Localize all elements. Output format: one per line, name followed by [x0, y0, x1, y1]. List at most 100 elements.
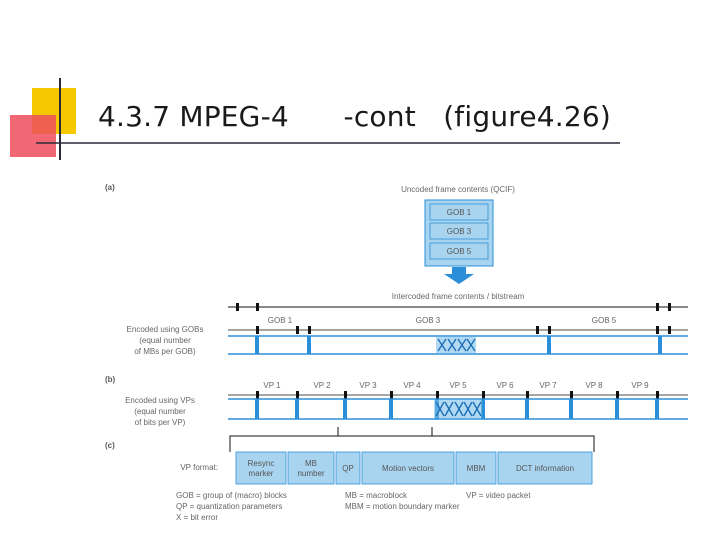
vp-field-label: Motion vectors — [382, 464, 434, 473]
vp-row-markers — [256, 391, 659, 399]
vp-encode-line-3: of bits per VP) — [135, 418, 186, 427]
vp-marker — [656, 391, 659, 399]
gob-encode-line-2: (equal number — [139, 336, 191, 345]
vp-field-sublabel: number — [297, 469, 324, 478]
gob-bar-divider — [307, 336, 311, 354]
vp-marker — [296, 391, 299, 399]
gob-row-label-5: GOB 5 — [592, 316, 617, 325]
gob-box-3 — [429, 222, 489, 240]
vp-encode-label: Encoded using VPs (equal number of bits … — [125, 396, 195, 427]
vp-field-box — [287, 451, 335, 485]
vp-bar-divider — [295, 399, 299, 419]
vp-bit-error-x-marks — [435, 401, 482, 417]
vp-bar-divider — [255, 399, 259, 419]
vp-bar-divider — [481, 399, 485, 419]
slide-title: 4.3.7 MPEG-4 -cont (figure4.26) — [98, 100, 611, 133]
vp-marker — [436, 391, 439, 399]
vp-bar-divider — [569, 399, 573, 419]
down-arrow-icon — [444, 267, 474, 284]
vp-format-bracket — [229, 427, 595, 452]
gob-box-label-3: GOB 3 — [447, 227, 472, 236]
vp-marker — [482, 391, 485, 399]
title-figure-ref: (figure4.26) — [443, 100, 612, 133]
vp-field-label: MB — [305, 459, 317, 468]
legend: GOB = group of (macro) blocks QP = quant… — [176, 491, 531, 522]
bracket-end-right — [668, 303, 671, 311]
vp-encode-line-1: Encoded using VPs — [125, 396, 195, 405]
gob-encode-label: Encoded using GOBs (equal number of MBs … — [127, 325, 204, 356]
gob-boxes: GOB 1 GOB 3 GOB 5 — [429, 203, 489, 260]
bit-error-x-marks — [437, 338, 476, 352]
panel-b-label: (b) — [105, 375, 116, 384]
vp-bitstream — [228, 398, 688, 420]
legend-gob: GOB = group of (macro) blocks — [176, 491, 287, 500]
vp-bar-divider — [343, 399, 347, 419]
vp-marker — [256, 391, 259, 399]
gob-row-label-3: GOB 3 — [416, 316, 441, 325]
vp-field-label: MBM — [467, 464, 486, 473]
vp-label: VP 5 — [449, 381, 467, 390]
vp-bar-divider — [615, 399, 619, 419]
bracket-tick-left — [256, 303, 259, 311]
title-cont: -cont — [343, 100, 416, 133]
title-section: 4.3.7 MPEG-4 — [98, 100, 289, 133]
vp-encode-line-2: (equal number — [134, 407, 186, 416]
legend-qp: QP = quantization parameters — [176, 502, 282, 511]
gob-box-label-5: GOB 5 — [447, 247, 472, 256]
vp-field-sublabel: marker — [249, 469, 274, 478]
vp-label: VP 2 — [313, 381, 331, 390]
gob-bar-divider — [658, 336, 662, 354]
bracket-tick-right — [656, 303, 659, 311]
figure-4-26: (a) (b) (c) Uncoded frame contents (QCIF… — [105, 183, 688, 522]
gob-bitstream — [228, 335, 688, 355]
gob-row-labels: GOB 1 GOB 3 GOB 5 — [268, 316, 617, 325]
vp-label: VP 7 — [539, 381, 557, 390]
gob-encode-line-1: Encoded using GOBs — [127, 325, 204, 334]
frame-bracket-ends — [236, 303, 671, 311]
gob-box-5 — [429, 242, 489, 260]
gob-bar-divider — [547, 336, 551, 354]
vp-field-label: DCT information — [516, 464, 574, 473]
vp-format-label: VP format: — [180, 463, 218, 472]
vp-marker — [616, 391, 619, 399]
panel-a-label: (a) — [105, 183, 115, 192]
legend-x: X = bit error — [176, 513, 218, 522]
vp-label: VP 8 — [585, 381, 603, 390]
vp-bar-divider — [389, 399, 393, 419]
vp-marker — [570, 391, 573, 399]
panel-c-label: (c) — [105, 441, 115, 450]
legend-mb: MB = macroblock — [345, 491, 408, 500]
vp-field-label: Resync — [248, 459, 275, 468]
vp-field-box — [361, 451, 455, 485]
vp-marker — [526, 391, 529, 399]
uncoded-frame-label: Uncoded frame contents (QCIF) — [401, 185, 515, 194]
vp-label: VP 1 — [263, 381, 281, 390]
vp-label: VP 3 — [359, 381, 377, 390]
gob-box-label-1: GOB 1 — [447, 208, 472, 217]
vp-label: VP 4 — [403, 381, 421, 390]
vp-field-box — [235, 451, 287, 485]
gob-error-region — [436, 337, 476, 353]
vp-field-box — [497, 451, 593, 485]
gob-box-1 — [429, 203, 489, 221]
red-square — [10, 115, 56, 157]
vp-label: VP 9 — [631, 381, 649, 390]
vp-field-label: QP — [342, 464, 354, 473]
vp-marker — [390, 391, 393, 399]
gob-encode-line-3: of MBs per GOB) — [134, 347, 196, 356]
vp-error-region — [434, 400, 482, 418]
legend-mbm: MBM = motion boundary marker — [345, 502, 460, 511]
gob-row-label-1: GOB 1 — [268, 316, 293, 325]
vp-field-box — [455, 451, 497, 485]
vp-field-box — [335, 451, 361, 485]
bracket-end-left — [236, 303, 239, 311]
vp-row-labels: VP 1 VP 2 VP 3 VP 4 VP 5 VP 6 VP 7 VP 8 VP 9 — [263, 381, 649, 390]
slide-decoration — [10, 78, 620, 160]
legend-vp: VP = video packet — [466, 491, 531, 500]
vp-bar-divider — [655, 399, 659, 419]
intercoded-label: Intercoded frame contents / bitstream — [392, 292, 525, 301]
gob-bar-divider — [255, 336, 259, 354]
vp-bar-divider — [525, 399, 529, 419]
vp-label: VP 6 — [496, 381, 514, 390]
